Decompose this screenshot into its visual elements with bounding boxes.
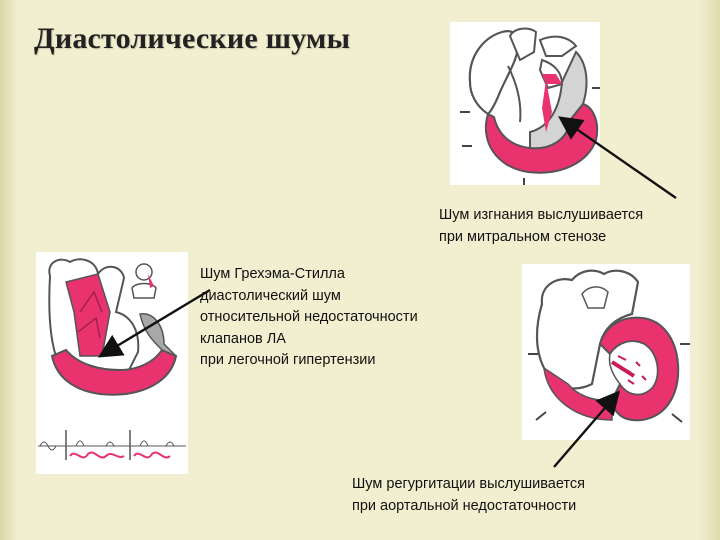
slide-right-edge: [698, 0, 720, 540]
heart-diagram-aortic-regurgitation: [522, 264, 690, 440]
caption-line: Шум Грехэма-Стилла: [200, 264, 418, 286]
caption-line: относительной недостаточности: [200, 307, 418, 329]
caption-line: клапанов ЛА: [200, 329, 418, 351]
caption-line: при легочной гипертензии: [200, 350, 418, 372]
caption-line: при аортальной недостаточности: [352, 496, 585, 518]
caption-line: Шум регургитации выслушивается: [352, 474, 585, 496]
heart-diagram-mitral-stenosis: [450, 22, 600, 185]
caption-regurgitation-murmur: Шум регургитации выслушивается при аорта…: [352, 474, 585, 517]
slide-left-edge: [0, 0, 18, 540]
slide-title: Диастолические шумы: [34, 22, 350, 56]
caption-line: Шум изгнания выслушивается: [439, 205, 643, 227]
heart-diagram-pulmonary-regurgitation: [36, 252, 188, 474]
caption-graham-steell-murmur: Шум Грехэма-Стилла диастолический шум от…: [200, 264, 418, 372]
caption-ejection-murmur: Шум изгнания выслушивается при митрально…: [439, 205, 643, 248]
caption-line: при митральном стенозе: [439, 227, 643, 249]
caption-line: диастолический шум: [200, 286, 418, 308]
